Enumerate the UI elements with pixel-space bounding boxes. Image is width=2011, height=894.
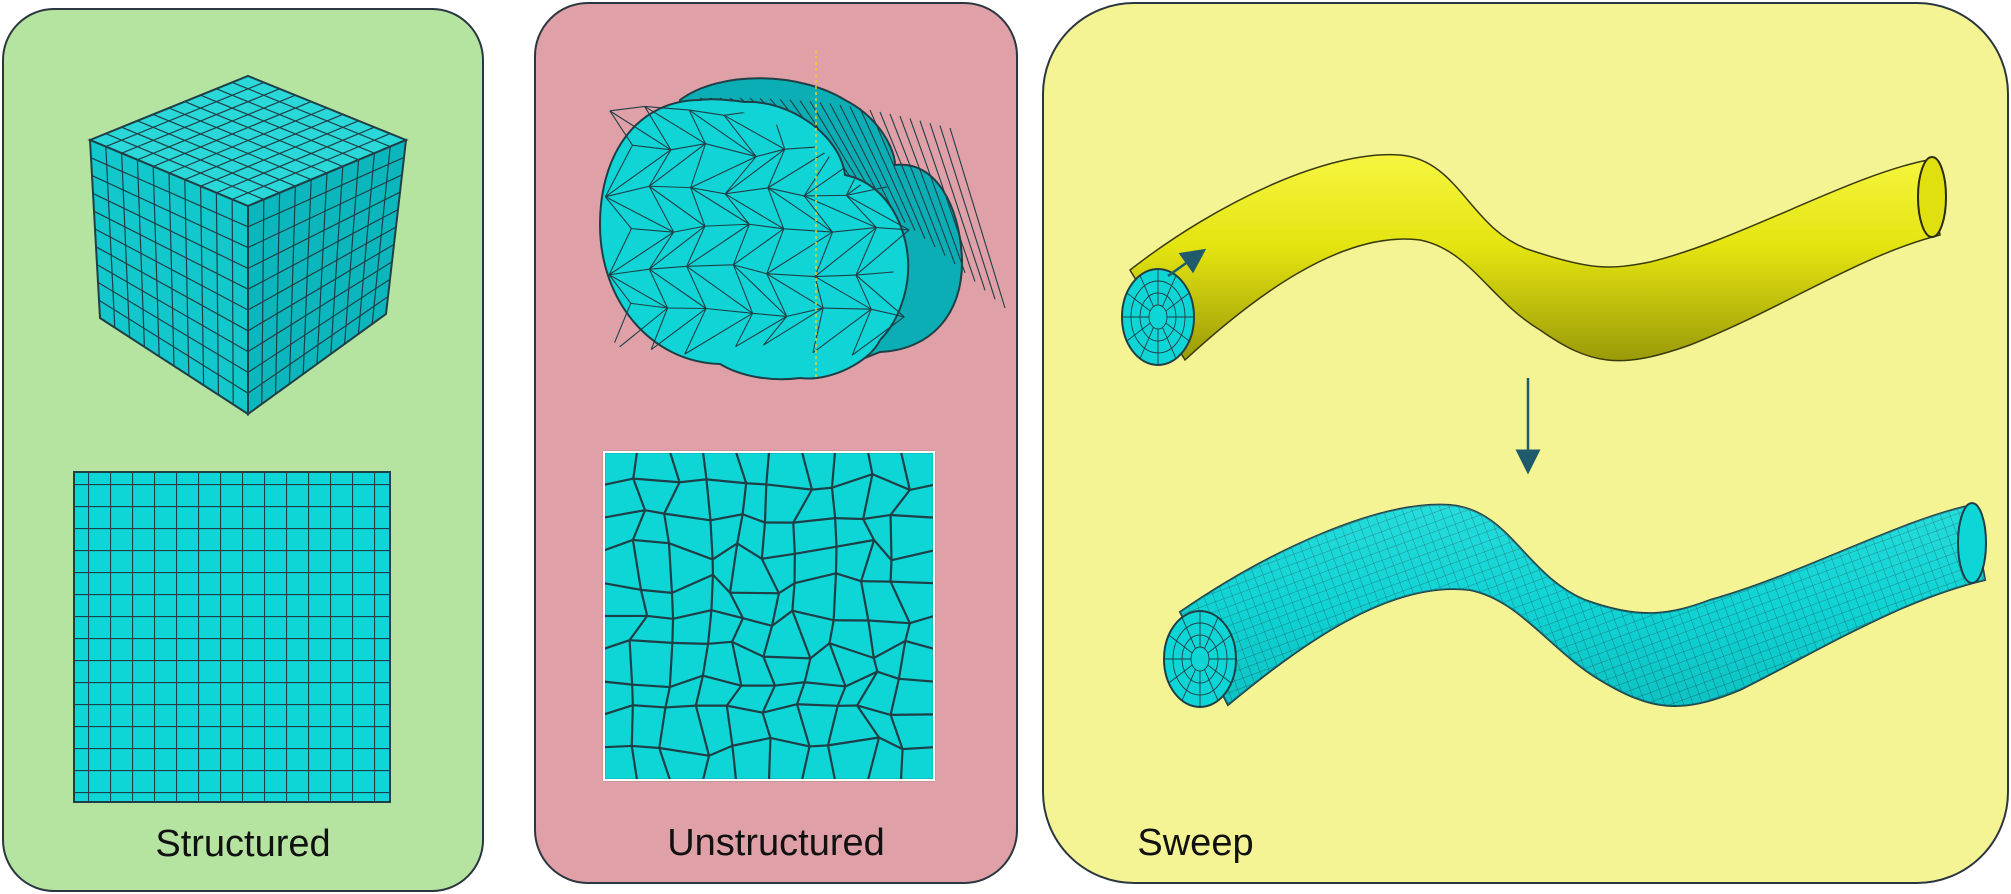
sweep-panel: Sweep — [1042, 2, 2009, 884]
structured-grid — [73, 471, 391, 803]
structured-cube — [87, 74, 409, 416]
sweep-caption: Sweep — [1137, 822, 1254, 864]
unstructured-solid — [598, 50, 1006, 381]
sweep-solid-tube — [1121, 153, 1947, 366]
unstructured-caption: Unstructured — [667, 822, 885, 864]
unstructured-grid — [602, 450, 936, 782]
structured-caption: Structured — [155, 823, 331, 865]
sweep-meshed-tube — [1163, 502, 1987, 708]
